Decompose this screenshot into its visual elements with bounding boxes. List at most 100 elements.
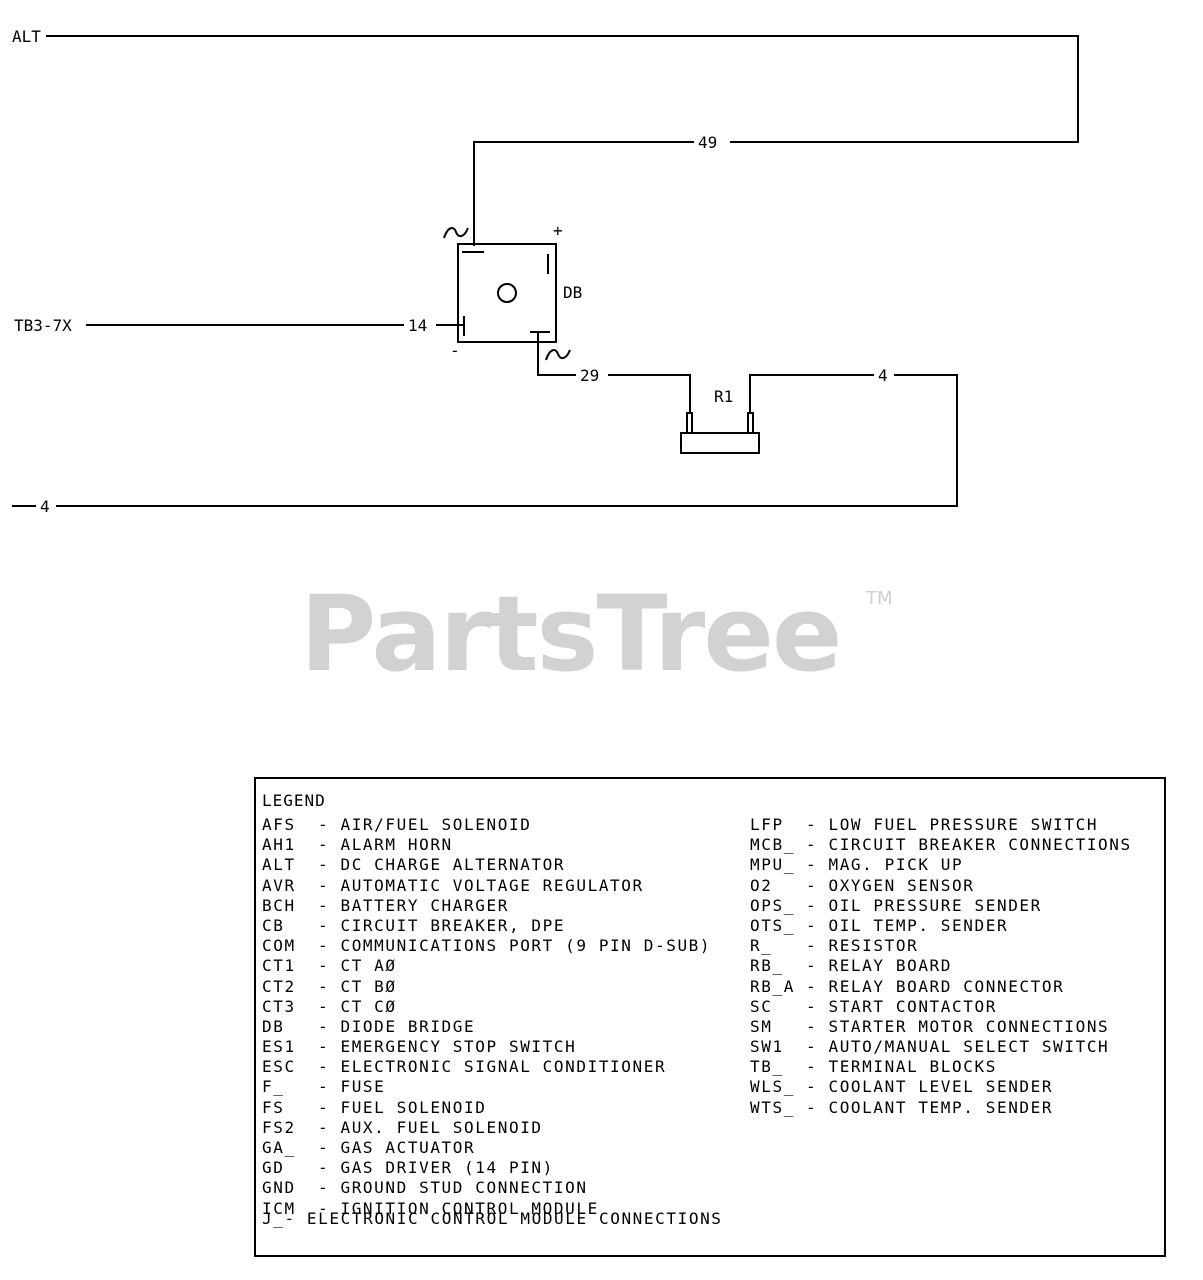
wire-4-bottom-label: 4 (40, 497, 50, 516)
legend-item: DB - DIODE BRIDGE (262, 1017, 711, 1037)
legend-code: AFS (262, 815, 296, 834)
legend-item: SC- START CONTACTOR (750, 997, 1132, 1017)
legend-code: SC (750, 996, 773, 1016)
legend-code: OPS_ (750, 895, 795, 915)
legend-code: OTS_ (750, 915, 795, 935)
legend-description: - RESISTOR (806, 936, 919, 956)
legend-description: - DIODE BRIDGE (318, 1016, 476, 1036)
legend-item: WLS_- COOLANT LEVEL SENDER (750, 1077, 1132, 1097)
legend-code: MPU_ (750, 855, 795, 875)
legend-item: MCB_ - CIRCUIT BREAKER CONNECTIONS (750, 835, 1132, 855)
legend-code: SW1 (750, 1037, 784, 1057)
legend-item: RB_ - RELAY BOARD (750, 956, 1132, 976)
legend-description: - TERMINAL BLOCKS (806, 1057, 997, 1077)
legend-item: AFS- AIR/FUEL SOLENOID (262, 815, 711, 835)
legend-item: GD- GAS DRIVER (14 PIN) (262, 1158, 711, 1178)
watermark-logo: PartsTree TM (300, 574, 920, 694)
tb3-label: TB3-7X (14, 316, 72, 335)
legend-description: - GAS ACTUATOR (318, 1138, 476, 1157)
legend-item: FS2- AUX. FUEL SOLENOID (262, 1118, 711, 1138)
legend-item: SM - STARTER MOTOR CONNECTIONS (750, 1017, 1132, 1037)
legend-item: MPU_- MAG. PICK UP (750, 855, 1132, 875)
legend-description: - FUEL SOLENOID (318, 1097, 487, 1117)
legend-item: CB- CIRCUIT BREAKER, DPE (262, 916, 711, 936)
legend-code: FS2 (262, 1117, 296, 1137)
legend-description: - CIRCUIT BREAKER CONNECTIONS (806, 835, 1132, 855)
legend-code: ESC (262, 1057, 296, 1077)
legend-item-j: J_- ELECTRONIC CONTROL MODULE CONNECTION… (262, 1209, 723, 1228)
ac-symbol-bottom-icon (545, 349, 571, 361)
legend-code: GA_ (262, 1138, 296, 1157)
legend-item: LFP- LOW FUEL PRESSURE SWITCH (750, 815, 1132, 835)
legend-code: ALT (262, 855, 296, 875)
legend-code: WTS_ (750, 1097, 795, 1117)
legend-code: AVR (262, 875, 296, 895)
watermark-text: PartsTree (300, 573, 842, 695)
legend-description: - GROUND STUD CONNECTION (318, 1178, 588, 1198)
legend-title: LEGEND (262, 791, 326, 810)
legend-description: - CT AØ (318, 956, 397, 976)
legend-item: RB_A - RELAY BOARD CONNECTOR (750, 977, 1132, 997)
wire-alt (46, 35, 1079, 246)
legend-item: ICM - IGNITION CONTROL MODULE (262, 1199, 711, 1219)
legend-description: - ALARM HORN (318, 835, 453, 855)
legend-code: MCB_ (750, 835, 795, 855)
resistor-r1 (680, 432, 760, 454)
legend-item: OPS_- OIL PRESSURE SENDER (750, 896, 1132, 916)
legend-item: R_- RESISTOR (750, 936, 1132, 956)
legend-description: - COOLANT TEMP. SENDER (806, 1097, 1054, 1117)
r1-label: R1 (714, 387, 733, 406)
legend-item: AH1 - ALARM HORN (262, 835, 711, 855)
legend-code: CT1 (262, 956, 296, 976)
legend-code: ES1 (262, 1037, 296, 1057)
legend-code: AH1 (262, 835, 296, 855)
legend-description: - COMMUNICATIONS PORT (9 PIN D-SUB) (318, 936, 712, 956)
legend-description: - RELAY BOARD CONNECTOR (806, 976, 1065, 996)
legend-item: COM - COMMUNICATIONS PORT (9 PIN D-SUB) (262, 936, 711, 956)
wire-29 (537, 332, 691, 414)
legend-code: DB (262, 1016, 285, 1036)
legend-description: - COOLANT LEVEL SENDER (806, 1077, 1054, 1097)
legend-item: SW1 - AUTO/MANUAL SELECT SWITCH (750, 1037, 1132, 1057)
legend-item: AVR- AUTOMATIC VOLTAGE REGULATOR (262, 876, 711, 896)
legend-description: - CIRCUIT BREAKER, DPE (318, 915, 566, 935)
diode-bridge-center (497, 283, 517, 303)
legend-code: ICM (262, 1198, 296, 1218)
diode-bridge (457, 243, 557, 343)
legend-code: RB_ (750, 956, 784, 976)
legend-description: - STARTER MOTOR CONNECTIONS (806, 1016, 1110, 1036)
legend-code: BCH (262, 895, 296, 915)
legend-item: ESC- ELECTRONIC SIGNAL CONDITIONER (262, 1057, 711, 1077)
legend-code: COM (262, 936, 296, 956)
legend-item: ES1- EMERGENCY STOP SWITCH (262, 1037, 711, 1057)
legend-item: GND- GROUND STUD CONNECTION (262, 1178, 711, 1198)
legend-description: - OXYGEN SENSOR (806, 875, 975, 895)
legend-item: BCH- BATTERY CHARGER (262, 896, 711, 916)
legend-item: ALT - DC CHARGE ALTERNATOR (262, 855, 711, 875)
ac-symbol-top-icon (443, 227, 469, 239)
legend-description: - DC CHARGE ALTERNATOR (318, 855, 566, 875)
legend-code: F_ (262, 1077, 285, 1097)
legend-description: - IGNITION CONTROL MODULE (318, 1198, 599, 1218)
legend-code: LFP (750, 815, 784, 834)
legend-item: O2 - OXYGEN SENSOR (750, 876, 1132, 896)
wiring-diagram: ALT 49 + DB - TB3-7X 14 29 R1 4 4 (12, 27, 1079, 516)
legend-code: SM (750, 1016, 773, 1036)
legend-code: CT3 (262, 996, 296, 1016)
legend-code: GD (262, 1158, 285, 1178)
legend-description: - AUTO/MANUAL SELECT SWITCH (806, 1037, 1110, 1057)
legend-item: F_- FUSE (262, 1077, 711, 1097)
legend-item: CT1 - CT AØ (262, 956, 711, 976)
legend-code: RB_A (750, 976, 795, 996)
alt-label: ALT (12, 27, 41, 46)
legend-code: TB_ (750, 1057, 784, 1077)
minus-label: - (450, 341, 460, 360)
wire-4 (12, 374, 958, 507)
legend-code: O2 (750, 875, 773, 895)
legend-description: - RELAY BOARD (806, 956, 953, 976)
plus-label: + (553, 221, 563, 240)
legend-code: FS (262, 1097, 285, 1117)
